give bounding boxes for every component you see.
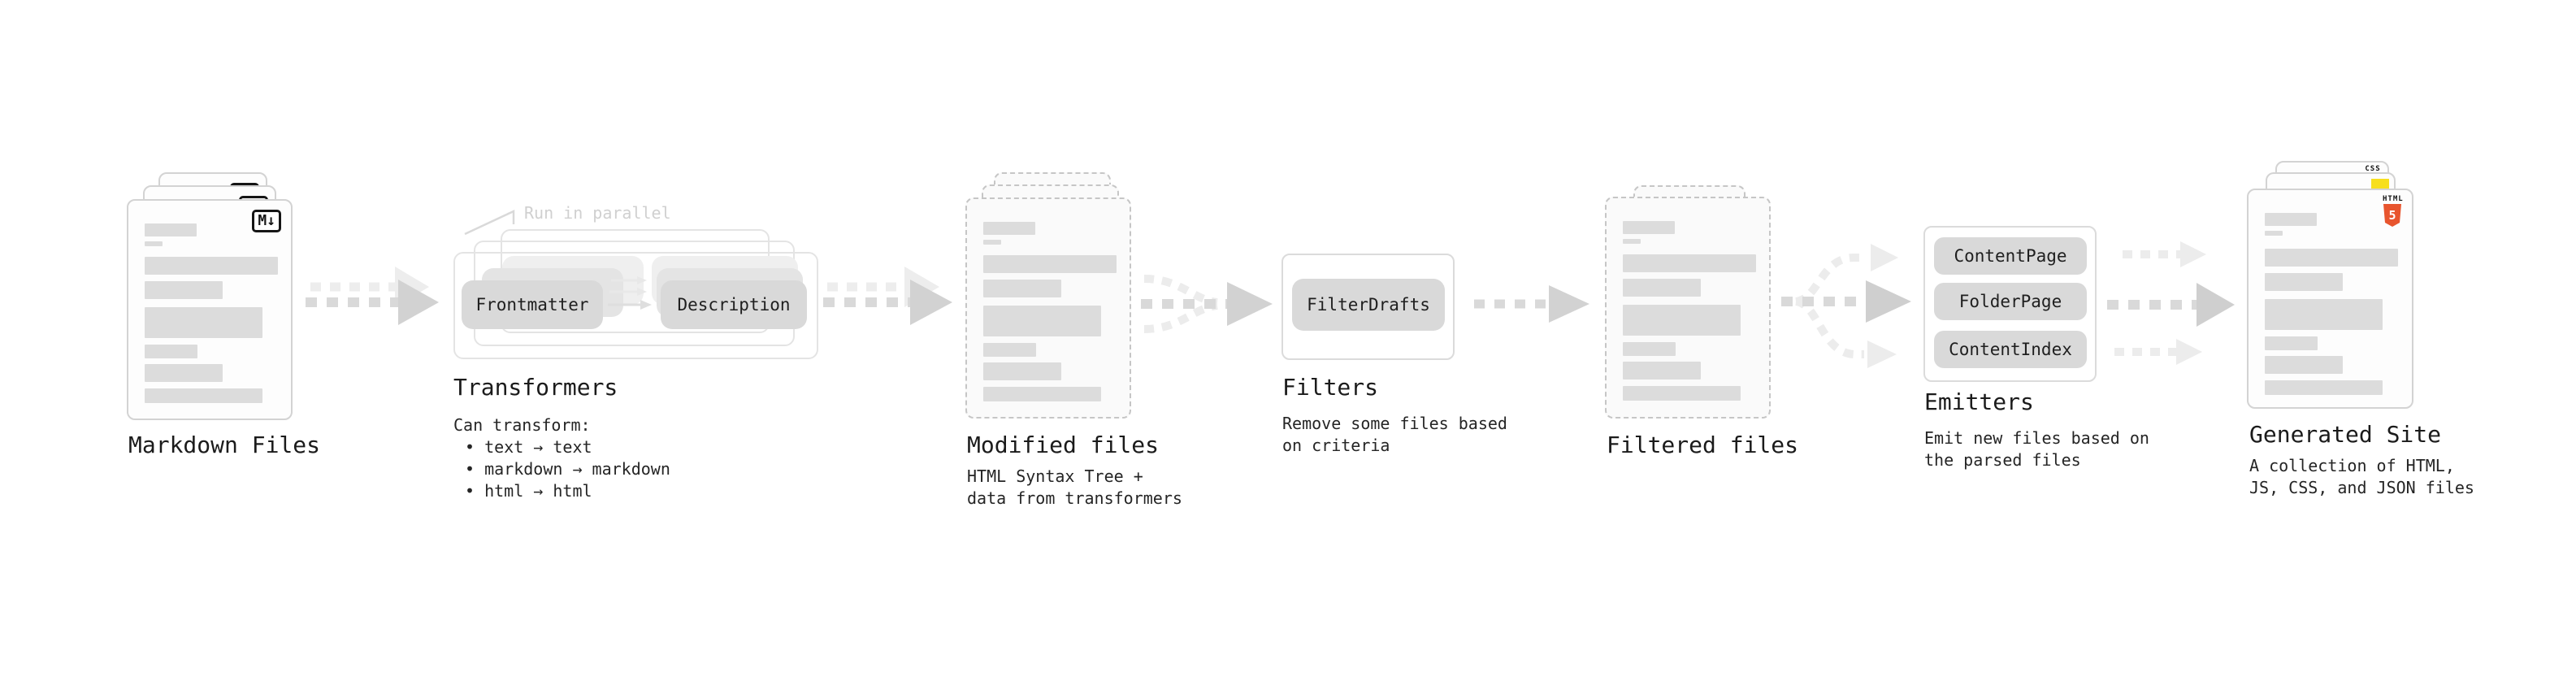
- filterdrafts-node: FilterDrafts: [1292, 279, 1445, 331]
- contentindex-node: ContentIndex: [1934, 331, 2087, 368]
- text-placeholder-bars: [983, 222, 1117, 401]
- transformers-bullet: • text → text: [465, 437, 592, 457]
- arrow-modified-to-filters: [1141, 275, 1273, 333]
- filters-desc: Remove some files based: [1282, 414, 1507, 433]
- transformers-title: Transformers: [453, 374, 618, 401]
- filters-desc: on criteria: [1282, 436, 1390, 455]
- emitters-desc: the parsed files: [1924, 450, 2081, 470]
- folderpage-label: FolderPage: [1958, 292, 2062, 311]
- css-icon-word: CSS: [2365, 165, 2381, 173]
- html5-icon: HTML 5: [2383, 195, 2404, 227]
- html5-icon-word: HTML: [2383, 195, 2404, 203]
- arrow-markdown-to-transformers: [306, 267, 439, 325]
- filters-title: Filters: [1282, 374, 1379, 401]
- generated-site-title: Generated Site: [2249, 421, 2442, 448]
- generated-site-desc: A collection of HTML,: [2249, 456, 2455, 475]
- filterdrafts-label: FilterDrafts: [1307, 295, 1430, 314]
- folderpage-node: FolderPage: [1934, 283, 2087, 320]
- generated-site-desc: JS, CSS, and JSON files: [2249, 478, 2474, 497]
- transformers-bullet: • markdown → markdown: [465, 459, 670, 479]
- description-node: Description: [661, 280, 807, 329]
- note-leader-line: [464, 210, 515, 236]
- arrow-transformers-to-modified: [823, 267, 952, 325]
- emitters-desc: Emit new files based on: [1924, 428, 2149, 448]
- arrows-emitters-to-generated: [2107, 241, 2235, 365]
- text-placeholder-bars: [145, 223, 278, 403]
- modified-files-desc: HTML Syntax Tree +: [967, 466, 1143, 486]
- filtered-files-title: Filtered files: [1607, 432, 1799, 458]
- contentpage-node: ContentPage: [1934, 237, 2087, 275]
- description-label: Description: [677, 295, 791, 314]
- html5-icon-number: 5: [2388, 208, 2396, 223]
- arrow-filters-to-filtered: [1474, 285, 1589, 323]
- emitters-title: Emitters: [1924, 388, 2034, 415]
- parallel-arrows-icon: [608, 276, 652, 310]
- text-placeholder-bars: [2265, 213, 2317, 236]
- markdown-files-title: Markdown Files: [128, 432, 321, 458]
- transformer-layer-front: [453, 252, 818, 359]
- modified-files-desc: data from transformers: [967, 488, 1182, 508]
- text-placeholder-bars: [1623, 221, 1756, 401]
- modified-file-card-front: [965, 197, 1131, 419]
- contentpage-label: ContentPage: [1954, 246, 2067, 266]
- frontmatter-label: Frontmatter: [475, 295, 589, 314]
- html5-icon-shield: 5: [2383, 204, 2401, 227]
- markdown-icon: M↓: [252, 210, 281, 232]
- markdown-file-card-front: M↓: [127, 199, 293, 420]
- contentindex-label: ContentIndex: [1949, 340, 2072, 359]
- arrow-filtered-to-emitters: [1781, 244, 1911, 368]
- frontmatter-node: Frontmatter: [462, 280, 603, 329]
- filtered-file-card-front: [1605, 197, 1771, 419]
- transformers-desc-heading: Can transform:: [453, 415, 591, 435]
- html-file-card: HTML 5: [2247, 189, 2413, 409]
- js-icon: [2371, 179, 2389, 189]
- run-in-parallel-note: Run in parallel: [524, 203, 671, 223]
- modified-files-title: Modified files: [967, 432, 1160, 458]
- transformers-bullet: • html → html: [465, 481, 592, 501]
- text-placeholder-bars: [2265, 249, 2398, 395]
